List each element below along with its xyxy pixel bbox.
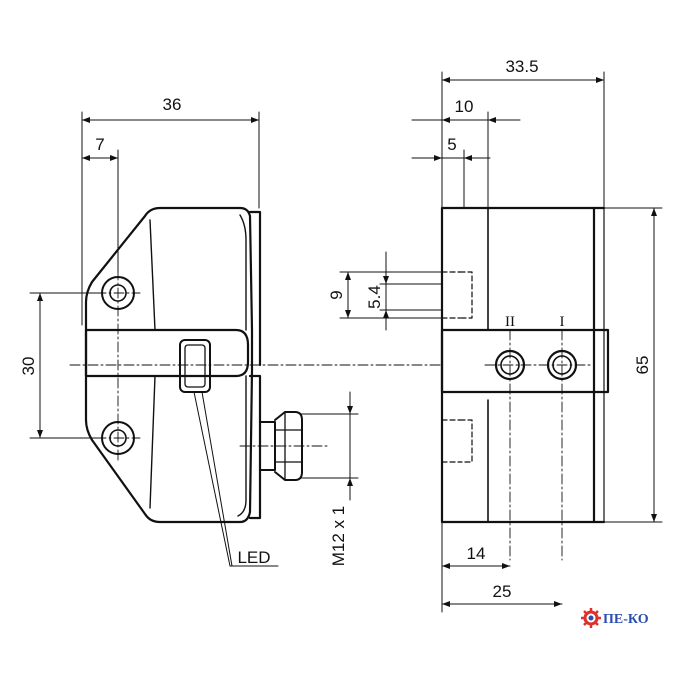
dim-65: 65 [633, 356, 652, 375]
dim-m12: M12 x 1 [329, 506, 348, 566]
dim-5-4: 5.4 [365, 285, 384, 309]
dim-7: 7 [95, 135, 104, 154]
dim-10: 10 [455, 97, 474, 116]
dim-30: 30 [19, 357, 38, 376]
left-mounting-band [84, 328, 250, 378]
left-centerlines [69, 269, 441, 461]
left-arrows [37, 117, 353, 486]
gear-icon [581, 608, 601, 628]
brand-logo: ПЕ-КО [581, 608, 649, 628]
dim-25: 25 [493, 582, 512, 601]
dim-33-5: 33.5 [505, 57, 538, 76]
channel-1-label: I [560, 314, 565, 330]
dim-9: 9 [327, 290, 346, 299]
dim-14: 14 [467, 544, 486, 563]
right-dimensions [339, 71, 663, 613]
led-label: LED [237, 548, 270, 567]
left-dimensions [29, 111, 359, 567]
dim-36: 36 [163, 95, 182, 114]
dim-5: 5 [447, 135, 456, 154]
right-hidden-features [441, 271, 473, 463]
channel-2-label: II [505, 314, 515, 330]
right-arrows [345, 77, 657, 607]
right-mounting-band [440, 328, 610, 394]
right-centerlines [484, 329, 591, 561]
led-window [179, 339, 211, 393]
left-view-body [84, 206, 262, 524]
logo-text: ПЕ-КО [603, 612, 649, 627]
